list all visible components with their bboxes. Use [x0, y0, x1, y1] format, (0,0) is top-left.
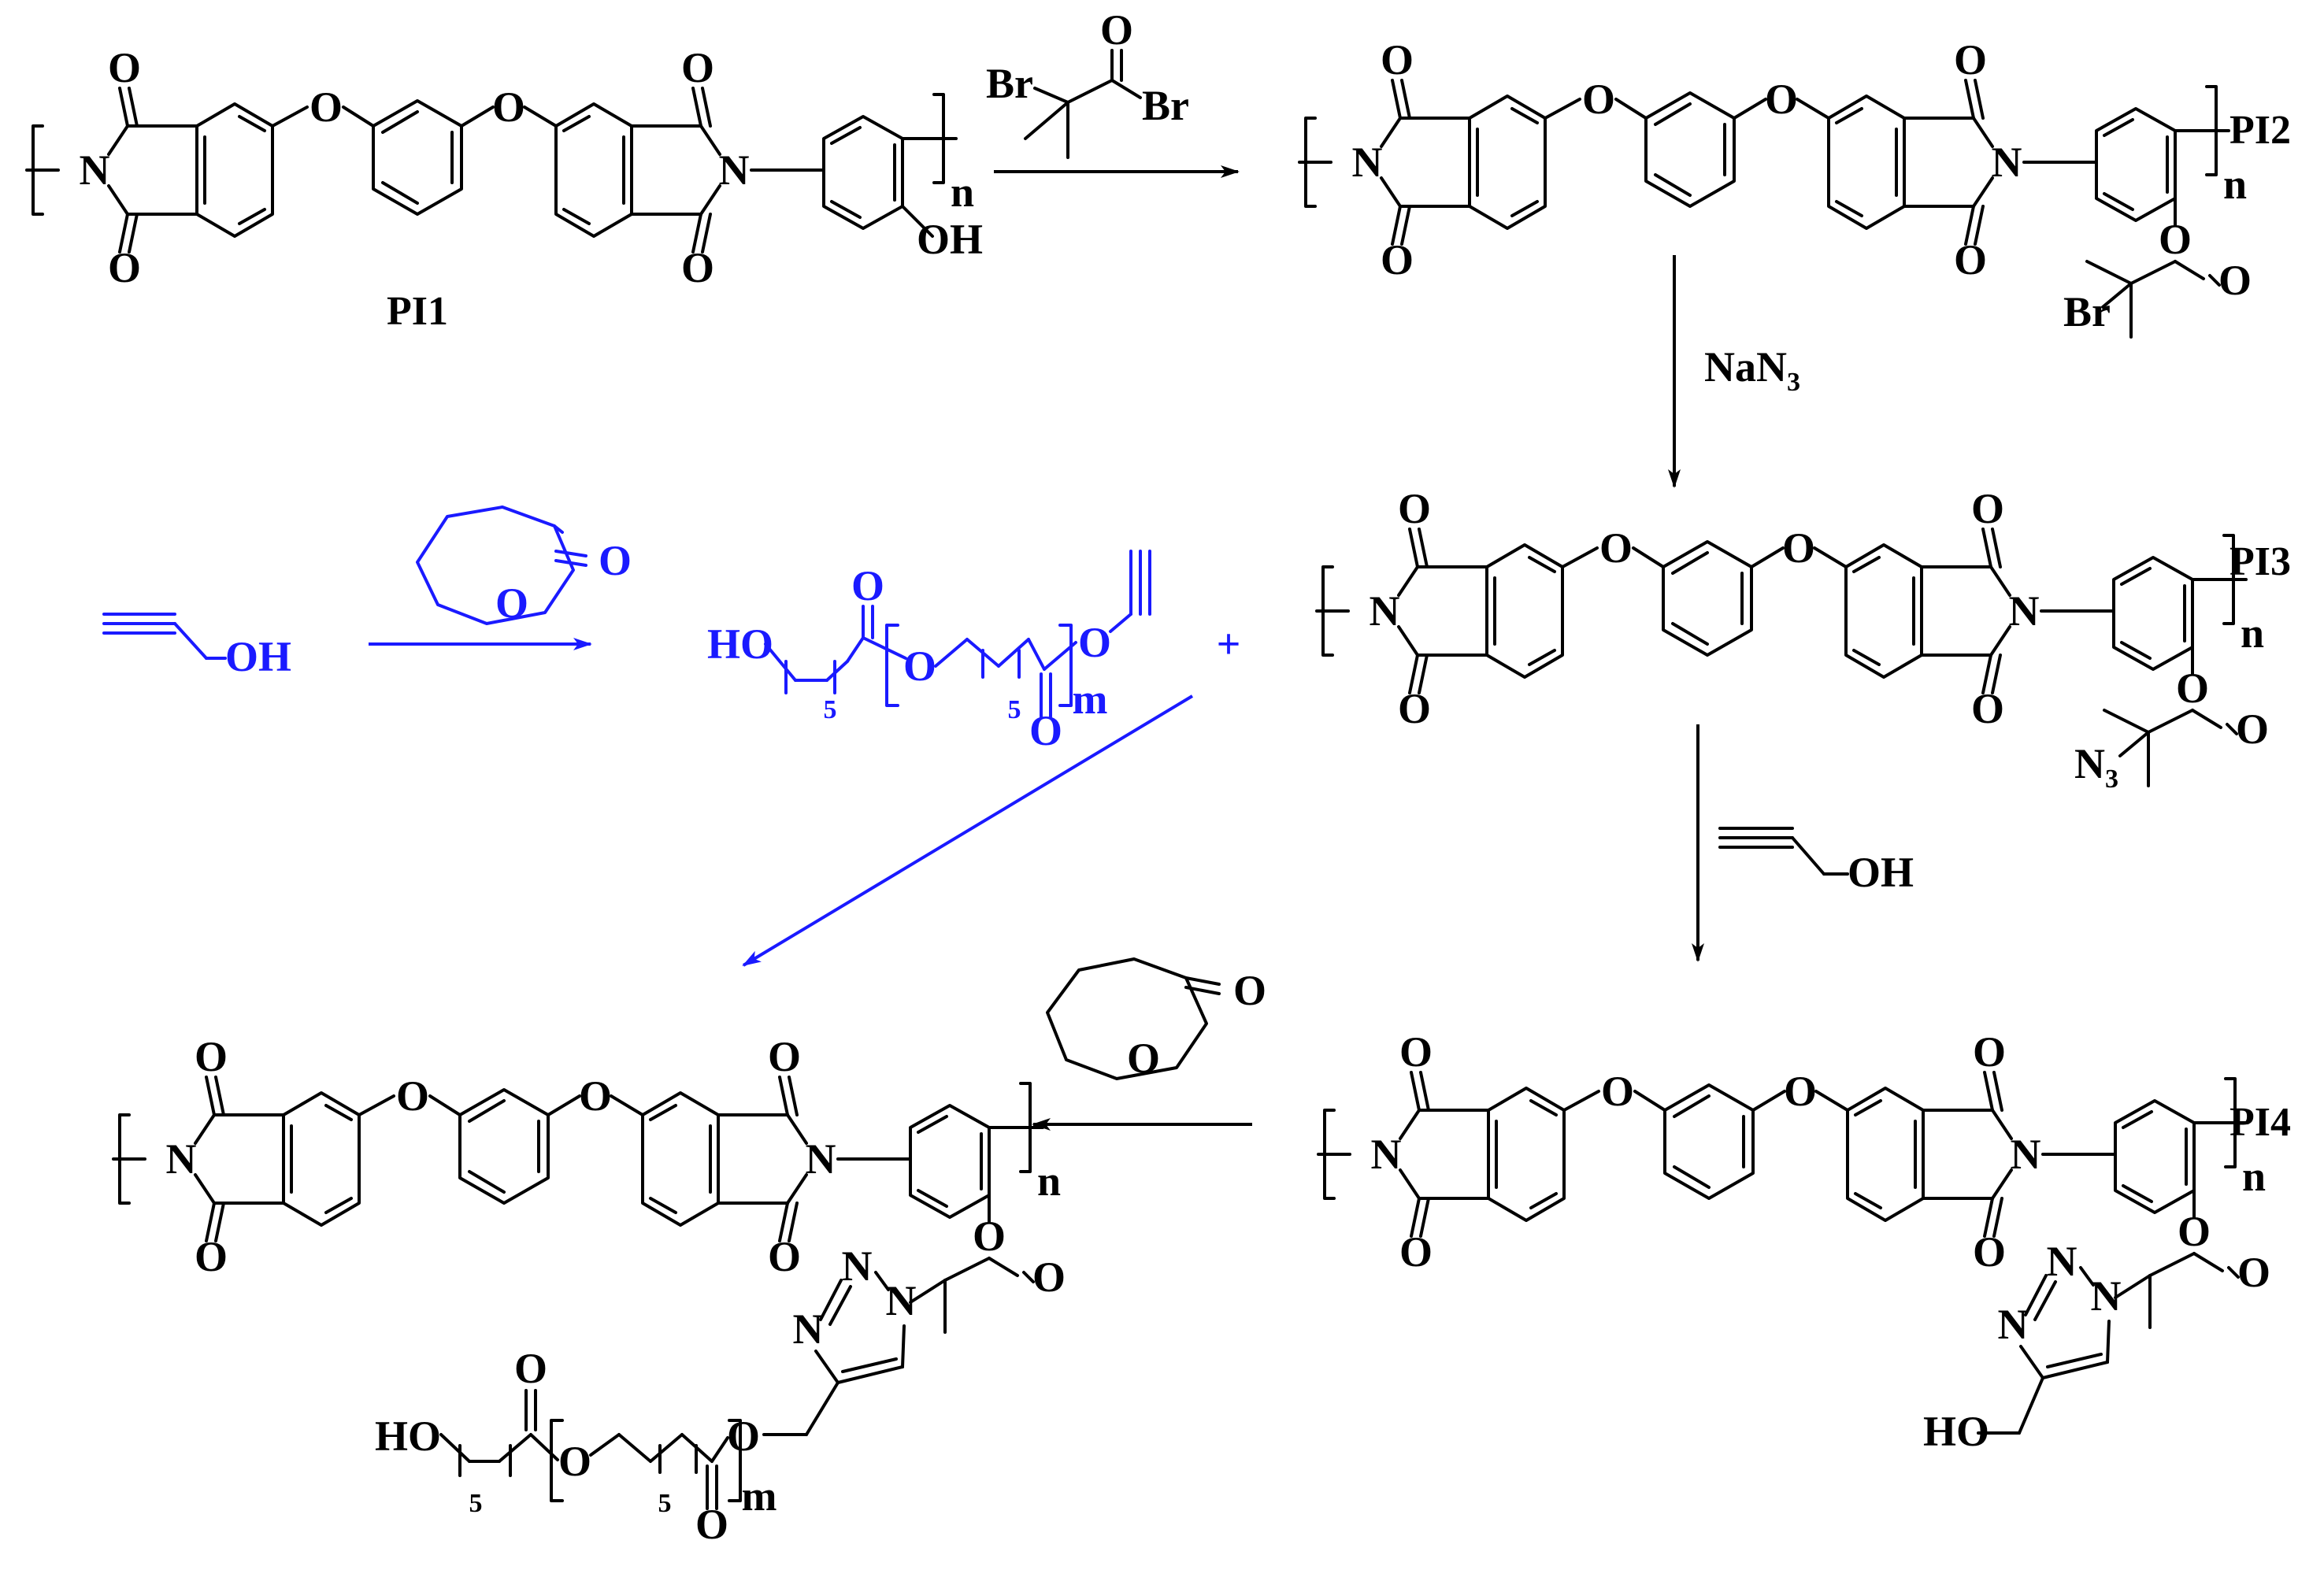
svg-text:Br: Br	[1142, 82, 1189, 129]
reagent-propargyl-alcohol: OH	[1718, 827, 1914, 896]
plus-sign: +	[1217, 620, 1241, 668]
svg-text:O: O	[903, 642, 936, 690]
svg-text:O: O	[1233, 967, 1266, 1014]
pi4-label: PI4	[2229, 1100, 2291, 1145]
svg-text:N: N	[793, 1305, 824, 1353]
svg-text:HO: HO	[707, 620, 773, 668]
svg-text:O: O	[1029, 707, 1062, 754]
svg-text:O: O	[973, 1213, 1006, 1260]
svg-text:5: 5	[1008, 695, 1021, 724]
reagent-sodium-azide: NaN3	[1704, 343, 1800, 397]
svg-text:N: N	[886, 1277, 917, 1324]
svg-text:OH: OH	[225, 633, 291, 680]
svg-text:O: O	[1032, 1253, 1066, 1301]
svg-text:OH: OH	[917, 216, 983, 263]
pi1-label: PI1	[387, 289, 448, 334]
svg-text:HO: HO	[1923, 1408, 1989, 1455]
pi3-label: PI3	[2229, 539, 2291, 584]
final-product-structure: O O N N N O O m 5 O	[112, 1031, 1066, 1548]
svg-text:N: N	[2091, 1272, 2122, 1320]
pi4-structure: O O N N N HO	[1317, 1027, 2270, 1455]
svg-text:m: m	[1073, 676, 1108, 723]
svg-text:O: O	[2178, 1208, 2211, 1255]
reagent-caprolactone: O O	[1046, 957, 1266, 1082]
svg-text:m: m	[742, 1472, 777, 1520]
svg-text:5: 5	[658, 1489, 672, 1518]
svg-text:O: O	[558, 1438, 591, 1485]
pi1-structure: OH	[25, 43, 983, 293]
svg-text:O: O	[2159, 216, 2192, 263]
svg-text:5: 5	[469, 1489, 483, 1518]
blue-caprolactone: O O	[416, 505, 632, 627]
svg-text:O: O	[1078, 619, 1111, 666]
svg-text:N: N	[2047, 1238, 2078, 1285]
svg-text:Br: Br	[986, 60, 1033, 107]
svg-text:O: O	[2237, 1249, 2270, 1296]
svg-text:Br: Br	[2063, 288, 2111, 335]
svg-text:5: 5	[824, 695, 837, 724]
svg-text:O: O	[2176, 665, 2209, 712]
pi3-structure: O O N3	[1315, 483, 2269, 794]
svg-text:O: O	[695, 1501, 728, 1548]
svg-text:O: O	[1100, 6, 1133, 54]
svg-text:HO: HO	[375, 1413, 441, 1460]
svg-text:N: N	[1998, 1301, 2029, 1348]
svg-text:N: N	[842, 1242, 873, 1290]
svg-text:O: O	[495, 579, 528, 627]
svg-text:O: O	[851, 562, 884, 609]
svg-text:OH: OH	[1848, 849, 1914, 896]
svg-text:O: O	[599, 537, 632, 584]
pi2-structure: O O Br	[1298, 35, 2252, 339]
blue-propargyl-alcohol: OH	[102, 613, 291, 680]
blue-pcl-alkyne: HO 5 O O 5 O m O	[707, 550, 1151, 754]
reagent-bromide: Br O Br	[986, 6, 1189, 159]
svg-text:N3: N3	[2074, 740, 2118, 794]
pi2-label: PI2	[2229, 108, 2291, 153]
svg-text:O: O	[1127, 1035, 1160, 1082]
svg-text:O: O	[2218, 257, 2252, 304]
arrow-click-route	[742, 694, 1194, 967]
svg-text:O: O	[514, 1345, 547, 1392]
svg-text:O: O	[2236, 705, 2269, 753]
